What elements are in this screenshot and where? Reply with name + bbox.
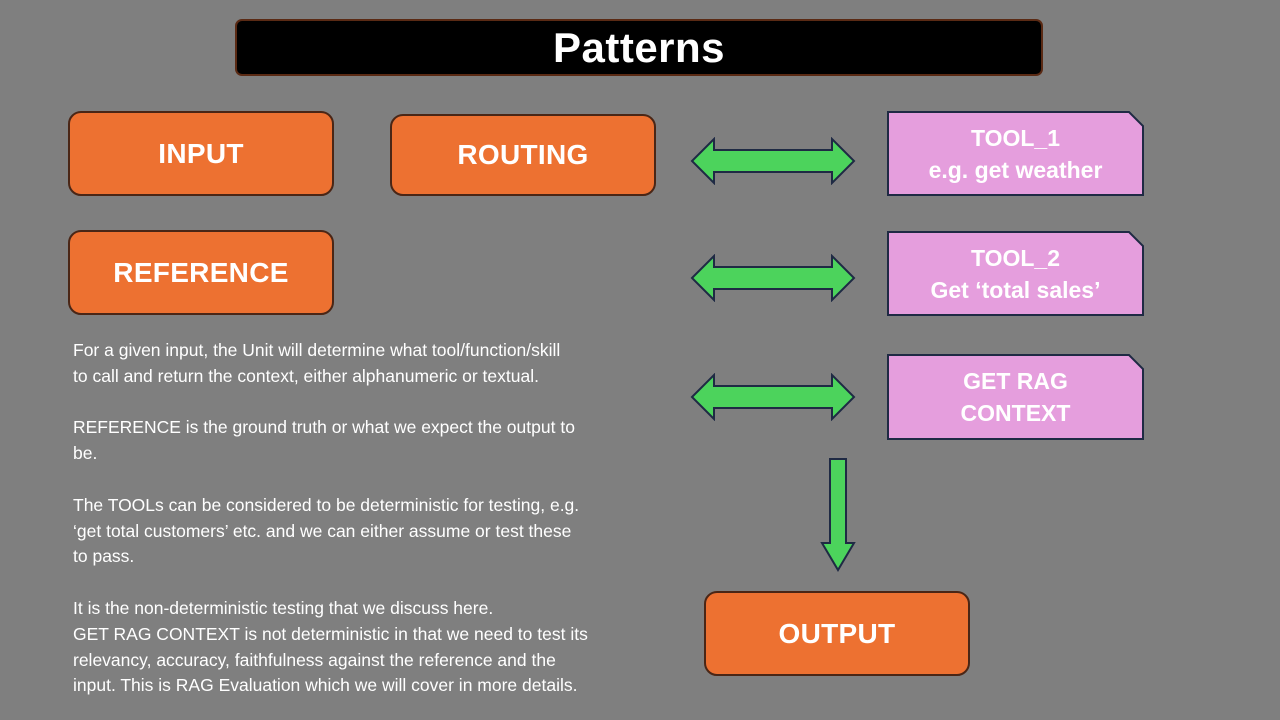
- tool-1-title: TOOL_1: [970, 124, 1061, 151]
- description-paragraph-4: It is the non-deterministic testing that…: [73, 597, 588, 696]
- routing-label: ROUTING: [457, 139, 589, 170]
- tool-1-subtitle: e.g. get weather: [928, 156, 1103, 183]
- output-label: OUTPUT: [778, 617, 896, 649]
- down-arrow-output: [820, 458, 856, 572]
- description-paragraph-2: REFERENCE is the ground truth or what we…: [73, 417, 575, 464]
- double-arrow-tool-1: [690, 137, 856, 185]
- reference-label: REFERENCE: [113, 256, 289, 288]
- page-title: Patterns: [552, 23, 726, 71]
- rag-context-shape: [887, 354, 1144, 440]
- tool-2-subtitle: Get ‘total sales’: [930, 276, 1101, 303]
- rag-context-subtitle: CONTEXT: [960, 400, 1071, 426]
- input-label: INPUT: [158, 137, 244, 169]
- reference-box: REFERENCE: [68, 230, 334, 315]
- tool-2-box: TOOL_2 Get ‘total sales’: [887, 231, 1144, 316]
- routing-box: ROUTING: [390, 114, 656, 196]
- input-box: INPUT: [68, 111, 334, 196]
- double-arrow-tool-2: [690, 254, 856, 302]
- tool-2-shape: [887, 231, 1144, 316]
- rag-context-title: GET RAG: [963, 368, 1068, 394]
- output-box: OUTPUT: [704, 591, 970, 676]
- description-text: For a given input, the Unit will determi…: [73, 338, 673, 699]
- tool-1-box: TOOL_1 e.g. get weather: [887, 111, 1144, 196]
- description-paragraph-3: The TOOLs can be considered to be determ…: [73, 494, 580, 567]
- title-bar: Patterns: [235, 19, 1043, 76]
- rag-context-box: GET RAG CONTEXT: [887, 354, 1144, 440]
- double-arrow-rag-context: [690, 373, 856, 421]
- tool-1-shape: [887, 111, 1144, 196]
- tool-2-title: TOOL_2: [970, 244, 1061, 271]
- description-paragraph-1: For a given input, the Unit will determi…: [73, 340, 561, 386]
